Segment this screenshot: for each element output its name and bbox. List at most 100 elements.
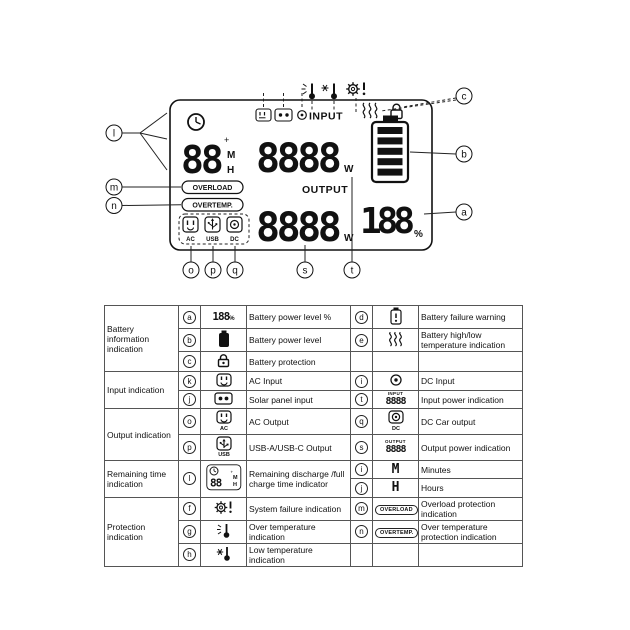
ac-plug-icon xyxy=(182,216,199,233)
callout-t: t xyxy=(343,177,361,279)
callout-letter: j xyxy=(183,393,196,407)
empty-cell xyxy=(418,351,523,373)
callout-letter: d xyxy=(355,310,368,324)
description: DC Input xyxy=(418,371,523,392)
usb-output-icon: USB xyxy=(200,434,247,462)
gear-alert-icon xyxy=(200,496,247,521)
overload-text: OVERLOAD xyxy=(193,185,233,192)
description: Overload protection indication xyxy=(418,496,523,521)
dc-port-label: DC xyxy=(230,237,239,243)
overtemp-badge: OVERTEMP. xyxy=(372,519,419,544)
description: Battery power level % xyxy=(246,304,351,330)
battery-percent-display: 188 % xyxy=(360,201,423,242)
thermometer-cold-icon xyxy=(321,83,337,100)
description: Over temperature indication xyxy=(246,519,351,544)
svg-text:88: 88 xyxy=(210,477,222,490)
callout-letter: c xyxy=(183,355,196,369)
output-digits: 8888 xyxy=(256,205,340,251)
callout-c: c xyxy=(380,87,473,112)
heat-waves-icon xyxy=(372,328,419,353)
callout-letter: t xyxy=(355,393,368,407)
input-display: INPUT 8888 W xyxy=(255,108,354,182)
lock-icon xyxy=(200,351,247,373)
callout-a: a xyxy=(423,203,473,221)
percent-digits: 188 xyxy=(360,201,413,242)
svg-text:AC: AC xyxy=(220,426,228,431)
description: Output power indication xyxy=(418,434,523,462)
description: Solar panel input xyxy=(246,390,351,410)
table-row: Input indication k AC Input i DC Input xyxy=(104,371,523,410)
description: USB-A/USB-C Output xyxy=(246,434,351,462)
dc-car-output-icon: DC xyxy=(372,408,419,436)
ac-output-icon: AC xyxy=(200,408,247,436)
clock-icon xyxy=(187,113,205,131)
callout-letter: s xyxy=(355,441,368,455)
overload-badge: OVERLOAD xyxy=(372,496,419,521)
callout-letter: f xyxy=(183,502,196,516)
description: Battery high/low temperature indication xyxy=(418,328,523,353)
table-row: Protection indication f System failure i… xyxy=(104,496,523,567)
description: DC Car output xyxy=(418,408,523,436)
description: Battery power level xyxy=(246,328,351,353)
solar-input-icon xyxy=(200,390,247,410)
svg-text:USB: USB xyxy=(218,452,230,457)
svg-text:m: m xyxy=(110,183,118,194)
description: Hours xyxy=(418,478,523,498)
callout-b: b xyxy=(409,145,473,163)
table-row: b Battery power level e Battery high/low… xyxy=(105,328,523,353)
svg-text:p: p xyxy=(210,266,216,277)
svg-text:q: q xyxy=(232,266,238,277)
battery-percent-icon: 188% xyxy=(200,304,247,330)
svg-text:o: o xyxy=(188,266,194,277)
solar-input-icon xyxy=(274,108,293,122)
protection-icons xyxy=(301,82,366,112)
thermometer-hot-icon xyxy=(200,519,247,544)
output-port-icons: AC USB DC xyxy=(178,213,250,245)
ac-plug-icon xyxy=(200,371,247,392)
callout-letter: o xyxy=(183,415,196,429)
empty-cell xyxy=(350,351,373,373)
callout-n: n xyxy=(105,197,182,214)
time-hours-mark: H xyxy=(227,165,234,176)
overtemp-badge: OVERTEMP. xyxy=(181,197,244,212)
lcd-panel xyxy=(169,99,433,251)
callout-l: l xyxy=(105,112,168,171)
output-unit: W xyxy=(344,233,354,244)
legend-table: Battery information indication a 188% Ba… xyxy=(104,304,523,567)
battery-filled-icon xyxy=(200,328,247,353)
table-row: g Over temperature indication n OVERTEMP… xyxy=(105,519,523,544)
callout-letter: n xyxy=(355,525,368,539)
battery-gauge-icon xyxy=(370,115,410,184)
callout-letter: b xyxy=(183,333,196,347)
description: Battery failure warning xyxy=(418,304,523,330)
input-label: INPUT xyxy=(309,111,343,123)
callout-letter: g xyxy=(183,525,196,539)
thermometer-hot-icon xyxy=(301,83,315,100)
category-input: Input indication xyxy=(104,371,179,410)
dc-socket-icon xyxy=(226,216,243,233)
svg-text:M: M xyxy=(233,475,238,481)
svg-text:H: H xyxy=(233,482,237,488)
time-plus: + xyxy=(224,135,229,145)
input-unit: W xyxy=(344,164,354,175)
callout-letter: k xyxy=(183,374,196,388)
description: Battery protection xyxy=(246,351,351,373)
svg-text:DC: DC xyxy=(392,426,400,431)
description: Remaining discharge /full charge time in… xyxy=(246,460,351,498)
callout-q: q xyxy=(226,246,244,279)
heat-waves-icon xyxy=(362,102,378,119)
svg-text:t: t xyxy=(351,266,354,277)
empty-cell xyxy=(372,542,419,567)
svg-text:a: a xyxy=(461,208,467,219)
empty-cell xyxy=(350,542,373,567)
callout-letter: p xyxy=(183,441,196,455)
svg-text:c: c xyxy=(462,92,467,103)
callout-letter: m xyxy=(355,502,368,516)
description: Minutes xyxy=(418,460,523,480)
callout-letter: i xyxy=(355,374,368,388)
percent-sign: % xyxy=(414,229,423,240)
svg-text:s: s xyxy=(303,266,308,277)
output-display: OUTPUT 8888 W xyxy=(256,184,354,251)
